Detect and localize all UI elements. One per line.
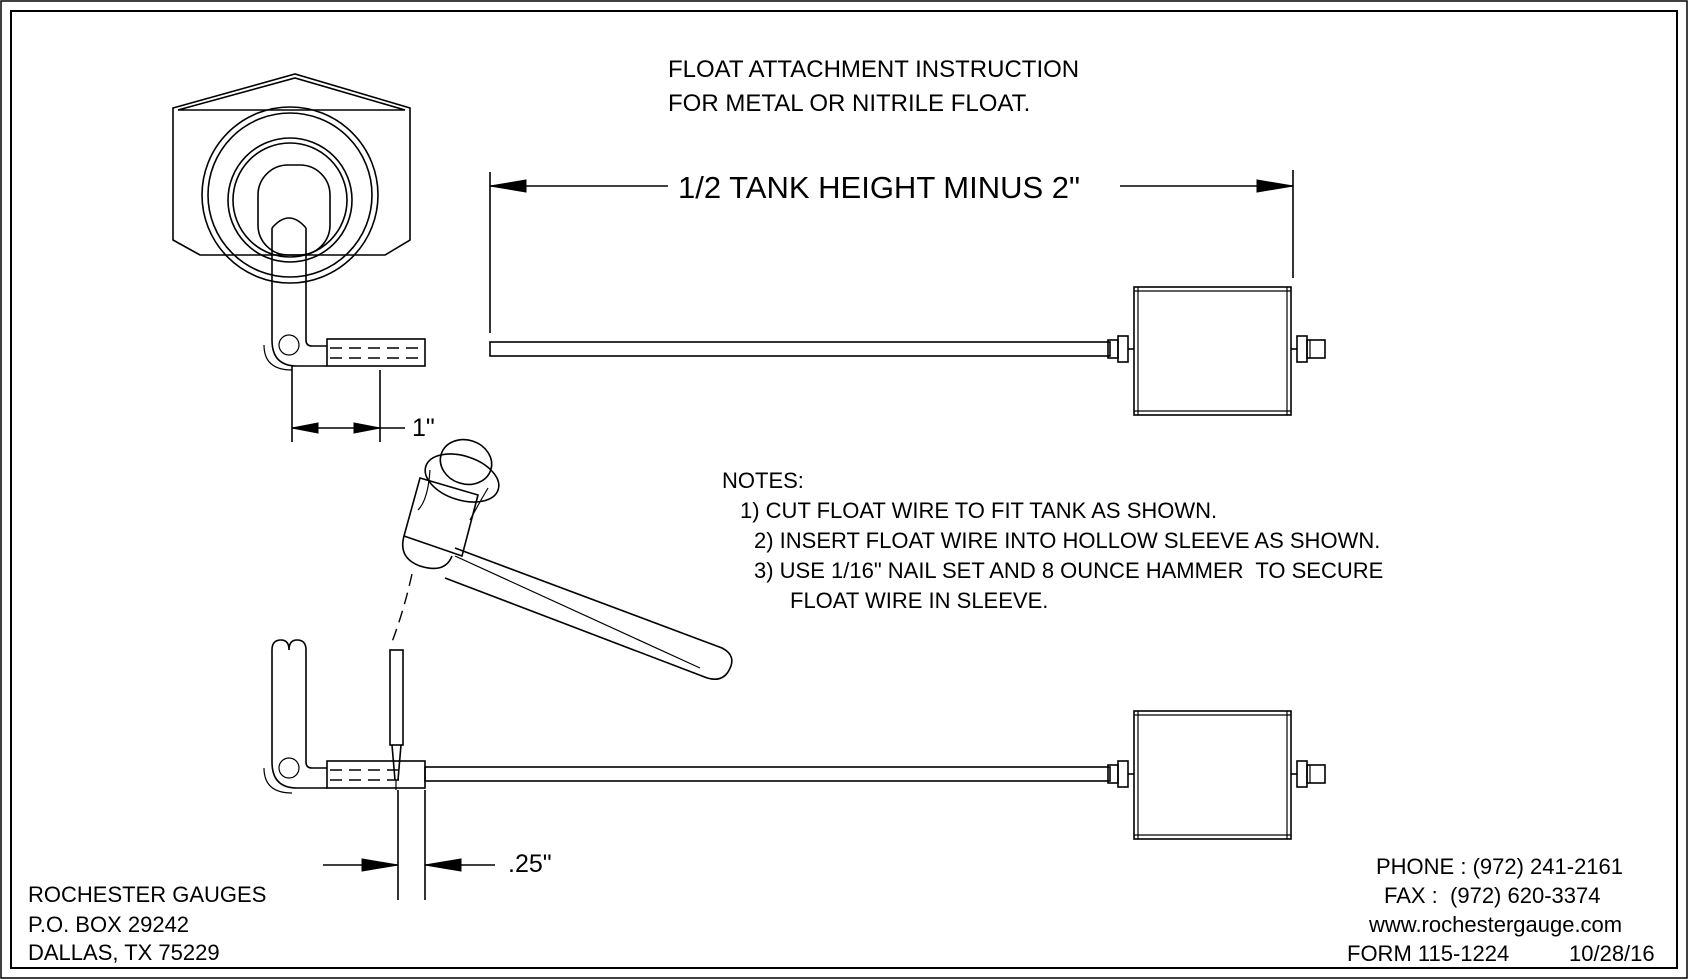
title-line-1: FLOAT ATTACHMENT INSTRUCTION xyxy=(668,56,1080,83)
contact-fax: FAX : (972) 620-3374 xyxy=(1384,883,1601,908)
one-inch-dimension xyxy=(291,365,405,442)
contact-phone: PHONE : (972) 241-2161 xyxy=(1376,854,1624,879)
title-line-2: FOR METAL OR NITRILE FLOAT. xyxy=(668,90,1031,117)
contact-website: www.rochestergauge.com xyxy=(1369,912,1623,937)
one-inch-label: 1" xyxy=(412,414,435,442)
form-date: 10/28/16 xyxy=(1569,941,1655,966)
gauge-head-view xyxy=(172,73,426,371)
note-item-3: 3) USE 1/16" NAIL SET AND 8 OUNCE HAMMER… xyxy=(754,558,1384,583)
company-name: ROCHESTER GAUGES xyxy=(28,882,267,907)
company-city: DALLAS, TX 75229 xyxy=(28,940,220,965)
quarter-inch-dimension xyxy=(323,790,495,900)
tank-height-label: 1/2 TANK HEIGHT MINUS 2" xyxy=(678,170,1081,205)
inner-border xyxy=(10,10,1678,969)
hammer-illustration xyxy=(389,438,733,790)
form-number: FORM 115-1224 xyxy=(1347,941,1510,966)
note-item-2: 2) INSERT FLOAT WIRE INTO HOLLOW SLEEVE … xyxy=(754,528,1381,553)
float-assembly-top xyxy=(489,286,1326,416)
float-assembly-bottom xyxy=(263,639,1326,840)
note-item-3-continued: FLOAT WIRE IN SLEEVE. xyxy=(790,588,1049,613)
note-item-1: 1) CUT FLOAT WIRE TO FIT TANK AS SHOWN. xyxy=(740,498,1218,523)
quarter-inch-label: .25" xyxy=(508,850,552,878)
notes-heading: NOTES: xyxy=(722,468,804,493)
company-po-box: P.O. BOX 29242 xyxy=(28,912,190,937)
tank-height-dimension xyxy=(489,170,1294,333)
